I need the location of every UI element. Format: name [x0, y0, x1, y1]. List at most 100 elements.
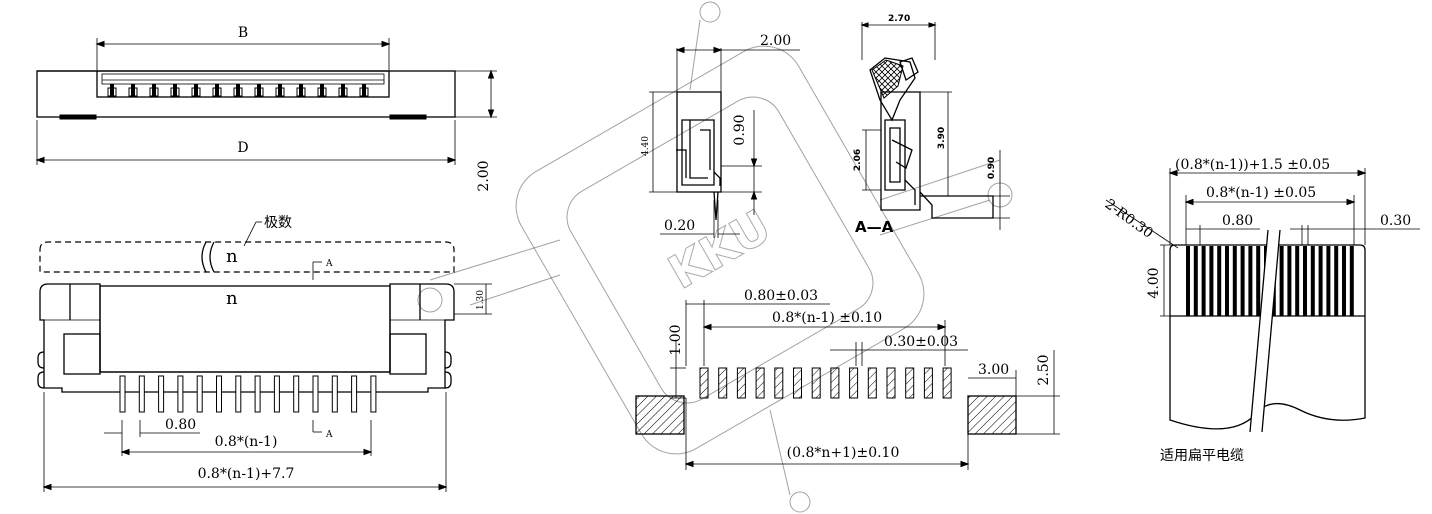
pad-dim-span: 0.8*(n-1) ±0.10 — [772, 310, 882, 326]
front-pin — [119, 375, 126, 413]
front-pin — [235, 375, 242, 413]
front-pin — [331, 375, 338, 413]
pad — [793, 367, 802, 399]
side-dim-200: 2.00 — [760, 33, 791, 49]
fpc-view: (0.8*(n-1))+1.5 ±0.05 0.8*(n-1) ±0.05 0.… — [1102, 157, 1420, 464]
fpc-trace — [1256, 246, 1261, 316]
front-pin — [216, 375, 222, 413]
front-pin — [293, 375, 300, 413]
fpc-dim-400: 4.00 — [1146, 267, 1162, 298]
pad — [755, 367, 765, 399]
section-dim-390: 3.90 — [937, 127, 947, 149]
top-pin-core — [152, 84, 156, 96]
section-dim-206: 2.06 — [853, 149, 863, 171]
fpc-trace — [1326, 246, 1331, 316]
section-mark-top: A — [325, 259, 333, 269]
section-view: 2.70 2.06 3.90 0.90 A—A — [853, 14, 1010, 236]
fpc-trace — [1225, 246, 1229, 316]
pad-dim-300: 3.00 — [978, 362, 1009, 378]
fpc-trace — [1186, 246, 1190, 316]
fpc-trace — [1232, 246, 1237, 316]
front-view: 极数 n A n 1.30 A 0.80 — [37, 215, 492, 492]
pad — [867, 367, 877, 399]
fpc-trace — [1310, 246, 1315, 316]
dim-d: D — [237, 140, 248, 156]
section-label: A—A — [855, 218, 894, 236]
fpc-trace — [1217, 246, 1222, 316]
pad — [699, 367, 709, 399]
fpc-trace — [1303, 246, 1307, 316]
front-pin — [138, 375, 145, 413]
watermark: KKU — [417, 1, 1013, 513]
label-poles: 极数 — [264, 215, 292, 231]
section-dim-270: 2.70 — [888, 14, 910, 24]
pad-dim-total: (0.8*n+1)±0.10 — [787, 445, 900, 461]
section-dim-090: 0.90 — [987, 157, 997, 179]
fpc-dim-outer: (0.8*(n-1))+1.5 ±0.05 — [1175, 157, 1330, 173]
top-pin-core — [215, 84, 219, 96]
fpc-trace — [1240, 246, 1245, 316]
front-pin — [312, 375, 319, 413]
fpc-trace — [1334, 246, 1339, 316]
side-dim-020: 0.20 — [664, 218, 695, 234]
top-view: B D 2.00 — [35, 25, 497, 192]
pad — [942, 367, 952, 399]
top-pin-core — [257, 84, 261, 96]
top-pin-core — [320, 84, 324, 96]
dim-130: 1.30 — [476, 290, 486, 310]
pad-dim-pitch: 0.80±0.03 — [744, 288, 818, 304]
fpc-trace — [1193, 246, 1198, 316]
front-pin — [177, 375, 184, 413]
fpc-trace — [1287, 246, 1292, 316]
pad-dim-100: 1.00 — [668, 324, 684, 355]
front-pin — [351, 375, 358, 413]
fpc-trace — [1201, 246, 1206, 316]
pad — [905, 367, 915, 399]
section-mark-bottom: A — [325, 430, 333, 440]
front-pin — [158, 375, 165, 413]
top-pin-core — [299, 84, 303, 96]
top-pin-core — [131, 84, 135, 96]
pad — [736, 367, 746, 399]
label-n-lower: n — [226, 288, 238, 309]
front-dim-span: 0.8*(n-1) — [215, 434, 278, 450]
front-pin — [273, 375, 280, 413]
pad — [923, 367, 933, 399]
pad-dim-width: 0.30±0.03 — [884, 334, 958, 350]
pad — [774, 367, 784, 399]
top-pin-core — [110, 84, 114, 96]
side-dim-440: 4.40 — [641, 136, 651, 156]
top-pin-core — [278, 84, 282, 96]
front-pin — [370, 375, 377, 413]
fpc-trace — [1295, 246, 1300, 316]
front-pin — [196, 375, 203, 413]
fpc-trace — [1209, 246, 1214, 316]
front-dim-pitch: 0.80 — [165, 417, 196, 433]
label-n-upper: n — [226, 246, 238, 267]
side-view: 2.00 4.40 0.90 0.20 — [641, 33, 800, 238]
pad-dim-250: 2.50 — [1036, 354, 1052, 385]
pad-layout: 0.80±0.03 0.8*(n-1) ±0.10 0.30±0.03 1.00… — [635, 288, 1060, 470]
fpc-trace — [1248, 246, 1253, 316]
fpc-dim-radius: 2-R0.30 — [1102, 196, 1156, 241]
pad — [830, 367, 840, 399]
front-dim-total: 0.8*(n-1)+7.7 — [198, 466, 295, 482]
top-pin-core — [194, 84, 198, 96]
fpc-trace — [1279, 246, 1284, 316]
dim-b: B — [238, 25, 248, 41]
fpc-trace — [1342, 246, 1346, 316]
watermark-text: KKU — [659, 199, 779, 300]
fpc-dim-030: 0.30 — [1380, 213, 1411, 229]
top-pin-core — [362, 84, 366, 96]
dim-height: 2.00 — [476, 160, 492, 191]
top-pin-core — [236, 84, 240, 96]
pad — [811, 367, 821, 399]
fpc-caption: 适用扁平电缆 — [1160, 448, 1244, 464]
pad — [718, 367, 728, 399]
top-pin-core — [173, 84, 177, 96]
fpc-trace — [1349, 246, 1354, 316]
fpc-dim-pitch: 0.80 — [1222, 213, 1253, 229]
fpc-trace — [1318, 246, 1323, 316]
top-pin-core — [341, 84, 345, 96]
